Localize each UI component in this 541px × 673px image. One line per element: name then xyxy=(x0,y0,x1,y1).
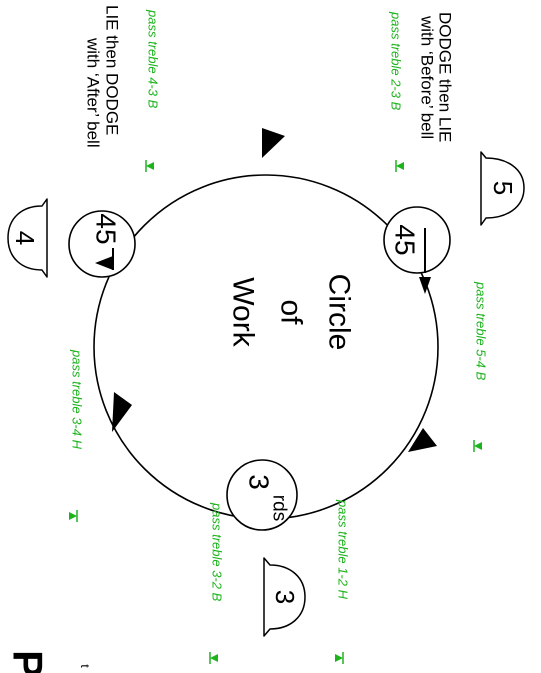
station-45-down: 45 xyxy=(68,210,136,278)
station-45-down-label: 45 xyxy=(91,213,122,244)
station-3rds: 3 rds xyxy=(226,459,298,531)
pass-treble-1-2h-arrow-icon xyxy=(335,654,343,662)
station-45-up: 45 xyxy=(383,206,451,294)
pass-treble-4-3b-text: pass treble 4-3 B xyxy=(146,9,161,109)
pass-treble-2-3b: pass treble 2-3 B xyxy=(389,11,404,172)
pass-treble-3-2b-arrow-icon xyxy=(210,654,218,662)
bell-4-icon: 4 xyxy=(7,198,48,278)
pass-treble-5-4b: pass treble 5-4 B xyxy=(473,281,489,452)
bell-4-label: 4 xyxy=(10,231,40,245)
footer-heading-char: P xyxy=(5,650,52,673)
direction-arrow-top xyxy=(262,128,285,158)
center-label-circle: Circle xyxy=(323,274,356,351)
pass-treble-5-4b-arrow-icon xyxy=(474,442,482,450)
pass-treble-3-2b: pass treble 3-2 B xyxy=(209,502,225,664)
bell-3-label: 3 xyxy=(270,590,300,604)
pass-treble-3-4h-text: pass treble 3-4 H xyxy=(70,349,85,450)
instruction-left-line1: LIE then DODGE xyxy=(103,5,122,135)
pass-treble-2-3b-arrow-icon xyxy=(396,162,404,170)
center-label: Circle of Work xyxy=(227,274,356,351)
pass-treble-5-4b-text: pass treble 5-4 B xyxy=(474,281,489,381)
center-label-work: Work xyxy=(227,277,260,347)
center-label-of: of xyxy=(275,299,308,325)
instruction-left-line2: with ‘After’ bell xyxy=(84,37,103,148)
pass-treble-2-3b-text: pass treble 2-3 B xyxy=(389,11,404,111)
pass-treble-3-4h: pass treble 3-4 H xyxy=(69,349,85,522)
station-up-arrow-icon xyxy=(419,277,431,294)
footer-small-char: t xyxy=(78,664,92,668)
station-down-arrow-icon xyxy=(95,256,113,270)
direction-arrow-right xyxy=(408,428,437,452)
instruction-left: LIE then DODGE with ‘After’ bell xyxy=(84,5,122,148)
instruction-top-line1: DODGE then LIE xyxy=(436,12,455,142)
instruction-top-line2: with ‘Before’ bell xyxy=(418,15,437,139)
bell-3-icon: 3 xyxy=(263,557,306,637)
station-3rds-sup: rds xyxy=(269,495,290,521)
bell-5-label: 5 xyxy=(488,181,518,195)
instruction-top: DODGE then LIE with ‘Before’ bell xyxy=(418,12,455,142)
pass-treble-4-3b-arrow-icon xyxy=(146,162,154,170)
station-3rds-main: 3 xyxy=(244,474,275,490)
bell-5-icon: 5 xyxy=(480,151,525,226)
pass-treble-3-2b-text: pass treble 3-2 B xyxy=(210,502,225,602)
pass-treble-1-2h: pass treble 1-2 H xyxy=(335,499,351,664)
pass-treble-3-4h-arrow-icon xyxy=(69,512,77,520)
pass-treble-1-2h-text: pass treble 1-2 H xyxy=(336,499,351,600)
direction-arrow-left xyxy=(112,392,132,432)
station-45-up-label: 45 xyxy=(390,224,421,255)
pass-treble-4-3b: pass treble 4-3 B xyxy=(145,9,161,172)
